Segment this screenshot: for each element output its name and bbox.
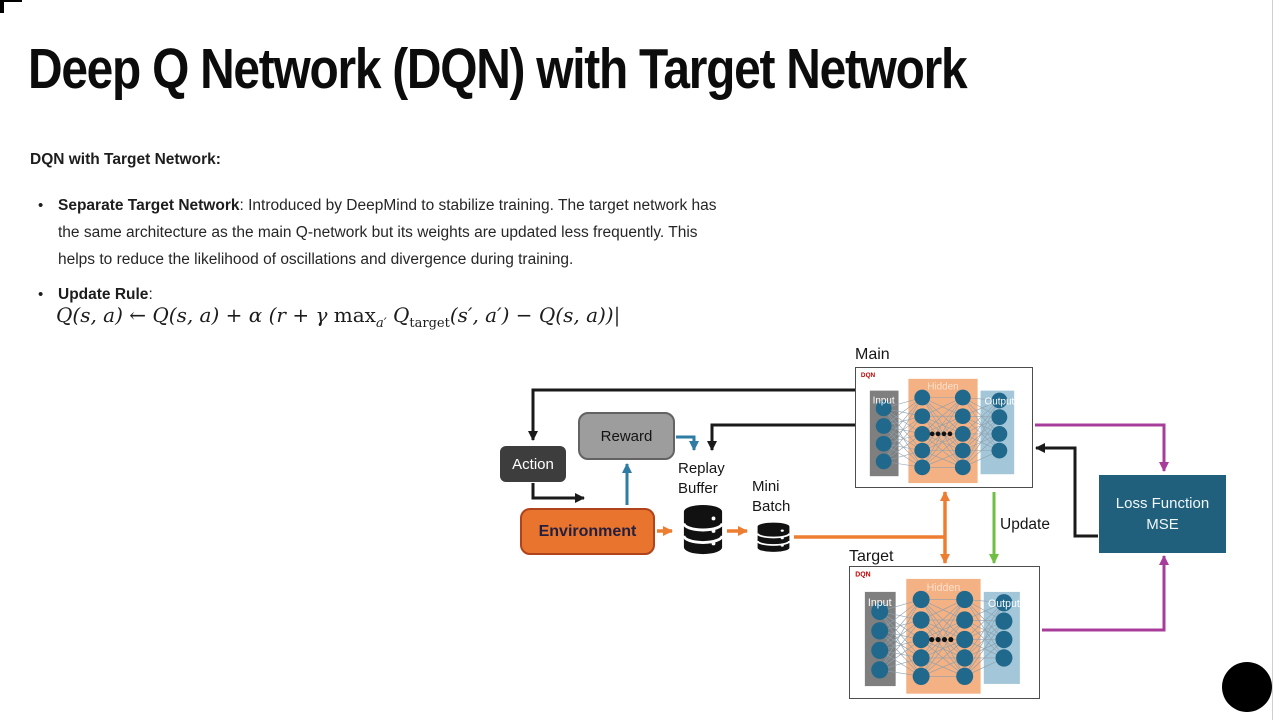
bullet-glyph: • [38,197,44,214]
video-top-strip [0,0,22,2]
bullet1-text1: : Introduced by DeepMind to stabilize tr… [239,197,717,214]
reward-label: Reward [600,427,653,445]
formula-seg: (s′, a′) − Q(s, a)) [449,303,614,327]
action-box: Action [500,446,566,482]
mini-label-line2: Batch [752,498,791,515]
update-rule-formula: Q(s, a) ← Q(s, a) + α (r + γ maxa′ Qtarg… [56,303,620,331]
webcam-overlay-circle [1222,662,1272,712]
action-label: Action [512,455,554,473]
arrow-reward-to-replay [676,435,699,451]
bullet-glyph: • [38,286,44,303]
formula-seg: Q [386,303,410,327]
environment-label: Environment [538,522,637,540]
input-layer-label: Input [873,395,895,406]
dqn-tag: DQN [855,572,870,579]
bullet1-line3: helps to reduce the likelihood of oscill… [58,251,574,268]
loss-function-box: Loss Function MSE [1099,475,1226,553]
slide-title: Deep Q Network (DQN) with Target Network [28,37,968,101]
output-layer-label: Output [985,396,1015,407]
mini-label-line1: Mini [752,478,780,495]
main-network-box: DQN Input Hidden Output [855,367,1033,488]
text-cursor: | [613,303,621,327]
input-layer-label: Input [868,597,892,609]
mini-batch-label: Mini Batch [752,477,790,517]
database-icon [756,522,791,552]
arrow-target-to-loss [1042,555,1169,632]
video-corner-artifact [0,0,4,13]
main-network-diagram: DQN Input Hidden Output [861,372,1015,484]
arrow-main-to-loss [1035,423,1169,472]
loss-label-line2: MSE [1146,516,1179,533]
bullet2-colon: : [148,286,153,303]
arrow-main-to-action [528,388,855,441]
bullet1-line1: Separate Target Network: Introduced by D… [58,197,717,215]
bullet2-line: Update Rule: [58,286,153,304]
formula-max: max [333,303,376,327]
section-heading: DQN with Target Network: [30,151,221,168]
bullet1-label: Separate Target Network [58,197,240,214]
target-network-diagram: DQN Input Hidden Output [855,572,1020,694]
target-network-box: DQN Input Hidden Output [849,566,1040,699]
slide-edge-line [1272,0,1273,720]
formula-sub-target: target [409,316,450,331]
arrow-loss-to-main [1035,443,1098,538]
arrow-main-to-replay [707,423,855,451]
target-network-label: Target [849,548,894,565]
arrow-action-to-environment [531,483,585,503]
replay-label-line2: Buffer [678,480,718,497]
update-label: Update [1000,516,1050,533]
replay-buffer-label: Replay Buffer [678,459,725,499]
environment-box: Environment [520,508,655,555]
replay-label-line1: Replay [678,460,725,477]
main-network-label: Main [855,346,890,363]
dqn-tag: DQN [861,372,876,379]
loss-label-line1: Loss Function [1115,495,1210,512]
hidden-layer-label: Hidden [927,382,958,393]
diagram-arrows [528,388,1169,632]
hidden-layer-label: Hidden [927,582,961,594]
output-layer-label: Output [988,598,1020,610]
bullet2-label: Update Rule [58,286,149,303]
formula-seg: Q(s, a) ← Q(s, a) + α (r + γ [56,303,334,327]
bullet1-line2: the same architecture as the main Q-netw… [58,224,698,241]
reward-box: Reward [578,412,675,460]
database-icon [682,504,724,555]
formula-sub-a: a′ [375,316,387,331]
